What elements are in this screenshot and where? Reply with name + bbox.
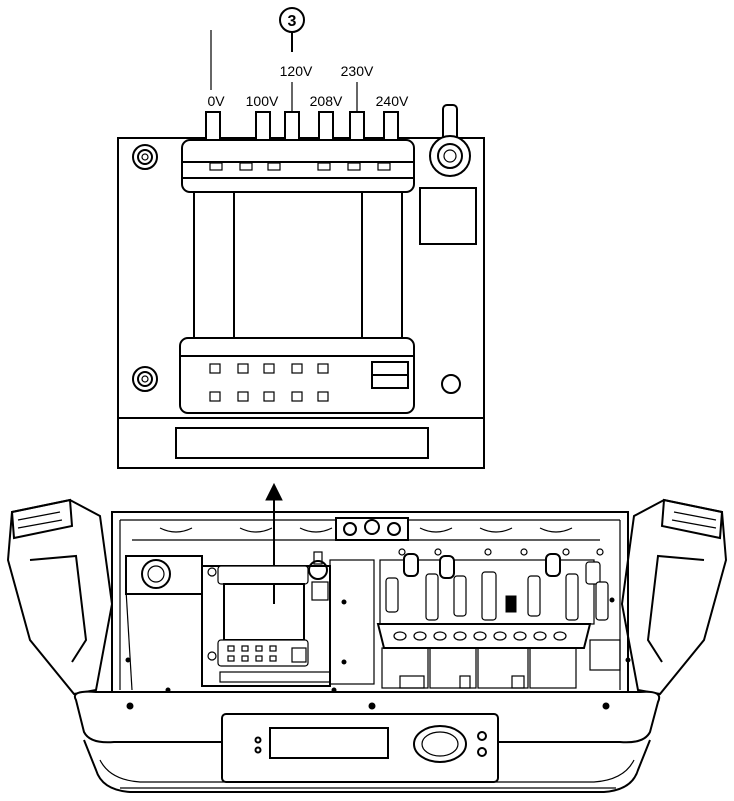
- tap-terminals: [205, 111, 399, 143]
- transformer-core: [193, 191, 403, 341]
- control-panel: [221, 713, 499, 783]
- callout-marker: 3: [279, 7, 305, 52]
- ground-terminal-icon: [429, 104, 471, 177]
- transformer-detail: [117, 104, 485, 469]
- right-handle: [620, 498, 728, 696]
- terminal-rail: [376, 623, 621, 689]
- tap-labels: 0V 100V 120V 208V 230V 240V: [207, 30, 409, 112]
- hole-icon: [441, 374, 461, 394]
- label-strip: [175, 427, 429, 459]
- tap-label-230v: 230V: [341, 63, 374, 79]
- mounting-screw-icon: [132, 366, 158, 392]
- tap-label-100v: 100V: [246, 93, 279, 109]
- left-handle: [6, 498, 114, 696]
- tap-label-120v: 120V: [280, 63, 313, 79]
- fixture-base: [6, 498, 728, 793]
- button-indicator-icon: [477, 731, 487, 741]
- component-block: [419, 187, 477, 245]
- up-arrow-icon: [265, 482, 283, 604]
- tap-label-0v: 0V: [207, 93, 225, 109]
- lcd-display: [269, 727, 389, 759]
- tap-label-208v: 208V: [310, 93, 343, 109]
- mounting-plate: [117, 137, 485, 469]
- tap-label-240v: 240V: [376, 93, 409, 109]
- mounting-screw-icon: [132, 144, 158, 170]
- fan-icon: [141, 559, 171, 589]
- transformer-top-bobbin: [181, 139, 415, 193]
- button-indicator-icon: [477, 747, 487, 757]
- control-knob-icon: [413, 725, 467, 763]
- capacitor-array: [379, 548, 609, 625]
- callout-number: 3: [288, 13, 297, 30]
